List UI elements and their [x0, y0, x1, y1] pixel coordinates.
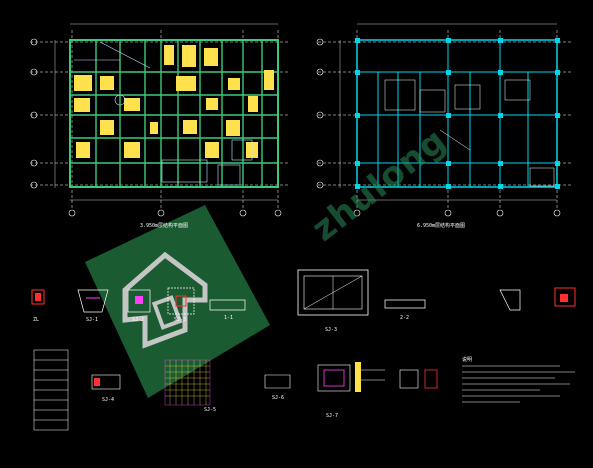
- notes-block: [462, 365, 575, 403]
- detail-label-sj6: SJ-6: [272, 395, 285, 401]
- left-floor-plan: [30, 23, 290, 217]
- right-plan-axis-bubbles: [316, 38, 561, 217]
- detail-label-sj1: SJ-1: [86, 317, 99, 323]
- left-plan-dimension-lines: [54, 23, 278, 201]
- detail-label-sj5: SJ-5: [204, 407, 217, 413]
- right-floor-plan: [316, 23, 572, 217]
- left-plan-details: [74, 41, 253, 186]
- right-plan-details: [384, 79, 555, 187]
- right-plan-title: 6.950m层结构平面图: [417, 223, 466, 229]
- right-plan-columns: [355, 38, 560, 189]
- left-plan-title: 3.950m层结构平面图: [140, 223, 189, 229]
- left-plan-axis-bubbles: [30, 38, 282, 217]
- left-plan-slab-fills: [74, 45, 274, 158]
- watermark-logo: [85, 205, 270, 398]
- detail-row-1: [31, 269, 576, 316]
- right-plan-beam-grid: [357, 40, 557, 187]
- right-plan-dimension-lines: [339, 23, 557, 201]
- left-plan-outline: [69, 39, 279, 188]
- detail-label-2-2: 2-2: [400, 315, 410, 321]
- detail-label-sj7: SJ-7: [326, 413, 339, 419]
- detail-label-zl: ZL: [33, 317, 40, 323]
- notes-heading: 说明: [462, 357, 473, 363]
- detail-label-sj3a: SJ-3: [174, 317, 187, 323]
- detail-label-1-1: 1-1: [224, 315, 234, 321]
- left-plan-beam-grid: [70, 40, 278, 187]
- detail-label-sj4: SJ-4: [102, 397, 115, 403]
- detail-label-sj2: SJ-2: [132, 317, 145, 323]
- detail-row-2: [33, 349, 575, 431]
- detail-label-sj3b: SJ-3: [325, 327, 338, 333]
